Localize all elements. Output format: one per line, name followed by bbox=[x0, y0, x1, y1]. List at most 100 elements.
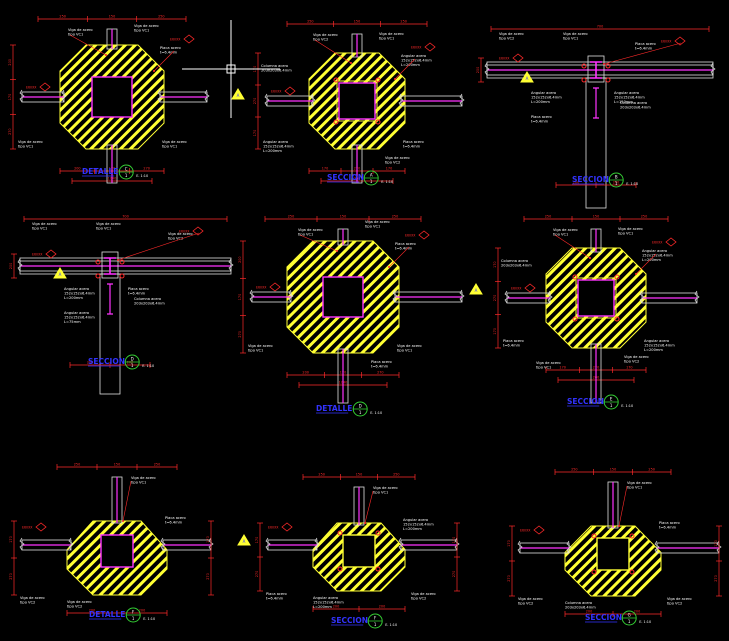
tag-bottom-text: 1 bbox=[132, 616, 135, 621]
angle-connector bbox=[375, 119, 381, 125]
weld-symbol: E60XX bbox=[652, 237, 677, 247]
note-label-sub: 152x152x6.4mm bbox=[644, 344, 675, 348]
note-label-sub: 152x152x6.4mm bbox=[263, 145, 294, 149]
dimension-text: 200 bbox=[139, 609, 145, 613]
panel-p6: 250150250170270170170270170200Viga de ac… bbox=[493, 215, 700, 410]
angle-connector bbox=[375, 77, 381, 83]
dimension-text: 170 bbox=[253, 130, 257, 136]
note-label: Viga de acero bbox=[68, 28, 93, 32]
note-label-sub: 152x152x6.4mm bbox=[64, 292, 95, 296]
dimension-text: 170 bbox=[493, 261, 497, 267]
leader-dot bbox=[336, 250, 338, 252]
dimension-text: 200 bbox=[586, 610, 592, 614]
weld-text: E60XX bbox=[256, 286, 267, 290]
leader-dot bbox=[589, 257, 591, 259]
panel-p2: 250150250170270170170270170200Viga de ac… bbox=[253, 20, 465, 186]
leader-line bbox=[603, 42, 682, 65]
note-label-sub: L=200mm bbox=[313, 605, 332, 609]
weld-symbol: E60XX bbox=[32, 249, 57, 259]
leader-dot bbox=[153, 70, 155, 72]
scale-text: E. 1:10 bbox=[370, 411, 382, 415]
beam-outline bbox=[19, 257, 232, 275]
angle-connector bbox=[629, 533, 635, 539]
weld-symbol: E60XX bbox=[499, 53, 524, 63]
warning-letter: A bbox=[243, 539, 246, 544]
dimension-text: 250 bbox=[400, 20, 406, 24]
note-label: Viga de acero bbox=[248, 344, 273, 348]
leader-line bbox=[153, 50, 175, 72]
note-label: Viga de acero bbox=[667, 597, 692, 601]
break-mark bbox=[398, 537, 404, 551]
detail-tag-bubble: F1 bbox=[125, 607, 141, 623]
angle-connector bbox=[337, 530, 343, 536]
dimension-text: 250 bbox=[154, 463, 160, 467]
note-label-sub: tipo VC2 bbox=[20, 601, 35, 605]
note-label: Viga de acero bbox=[131, 476, 156, 480]
note-label-sub: 203x203x6.4mm bbox=[134, 302, 165, 306]
panel-title: SECCION bbox=[88, 357, 125, 366]
column-outline bbox=[336, 80, 378, 122]
break-mark bbox=[484, 62, 490, 76]
note-label-sub: tipo VC2 bbox=[168, 237, 183, 241]
note-label-sub: tipo VC1 bbox=[618, 232, 633, 236]
note-label-sub: 152x152x6.4mm bbox=[614, 96, 645, 100]
i-section-lower bbox=[107, 283, 113, 315]
note-label: Angular acero bbox=[644, 339, 669, 343]
break-mark bbox=[204, 89, 210, 103]
note-label-sub: 203x203x6.4mm bbox=[261, 69, 292, 73]
note-label-sub: L=200mm bbox=[403, 527, 422, 531]
note-label-sub: t=6.4mm bbox=[160, 51, 178, 55]
weld-text: E60XX bbox=[411, 46, 422, 50]
tag-top-text: C bbox=[125, 167, 128, 172]
note-label: Placa acero bbox=[160, 46, 181, 50]
tag-top-text: E bbox=[610, 397, 613, 402]
break-mark bbox=[208, 537, 214, 551]
note-label: Viga de acero bbox=[379, 32, 404, 36]
leader-line bbox=[635, 253, 657, 275]
dimension-text: 250 bbox=[571, 468, 577, 472]
note-label-sub: tipo VC2 bbox=[624, 360, 639, 364]
dimension-text: 170 bbox=[238, 294, 242, 300]
column-top-stub bbox=[101, 251, 119, 279]
note-label-sub: 152x152x6.4mm bbox=[642, 254, 673, 258]
dimension-text: 170 bbox=[9, 536, 13, 542]
panel-title: SECCION bbox=[572, 175, 609, 184]
break-mark bbox=[68, 537, 74, 551]
dimension-text: 150 bbox=[114, 463, 120, 467]
note-label: Viga de acero bbox=[32, 222, 57, 226]
note-label-sub: tipo VC1 bbox=[96, 227, 111, 231]
dimension-text: 270 bbox=[255, 571, 259, 577]
warning-triangle bbox=[53, 267, 67, 279]
note-label-sub: tipo VC1 bbox=[373, 491, 388, 495]
break-mark bbox=[654, 540, 660, 554]
dimension-text: 700 bbox=[122, 215, 128, 219]
angle-connector bbox=[581, 63, 587, 69]
dimension-text: 270 bbox=[452, 571, 456, 577]
dimension-text: 200 bbox=[8, 59, 12, 65]
weld-symbol: E60XX bbox=[271, 86, 296, 96]
weld-flag bbox=[269, 282, 281, 292]
break-mark bbox=[566, 540, 572, 554]
note-label: Placa acero bbox=[266, 592, 287, 596]
note-label-sub: L=200mm bbox=[64, 296, 83, 300]
dimension-text: 200 bbox=[238, 256, 242, 262]
angle-connector bbox=[572, 274, 578, 280]
dimension-text: 150 bbox=[354, 20, 360, 24]
leader-dot bbox=[117, 259, 119, 261]
weld-text: E60XX bbox=[22, 526, 33, 530]
break-mark bbox=[716, 540, 722, 554]
note-label-sub: 152x152x6.4mm bbox=[313, 601, 344, 605]
dimension-text: 150 bbox=[109, 15, 115, 19]
note-label-sub: t=6.4mm bbox=[128, 292, 146, 296]
weld-text: E60XX bbox=[405, 234, 416, 238]
scale-text: E. 1:10 bbox=[639, 620, 651, 624]
note-label: Angular acero bbox=[614, 91, 639, 95]
detail-tag-bubble: D1 bbox=[352, 401, 368, 417]
note-label-sub: tipo VC1 bbox=[134, 29, 149, 33]
dimension-text: 200 bbox=[333, 605, 339, 609]
break-mark bbox=[61, 89, 67, 103]
dimension-text: 200 bbox=[74, 167, 80, 171]
tag-bottom-text: 1 bbox=[628, 619, 631, 624]
